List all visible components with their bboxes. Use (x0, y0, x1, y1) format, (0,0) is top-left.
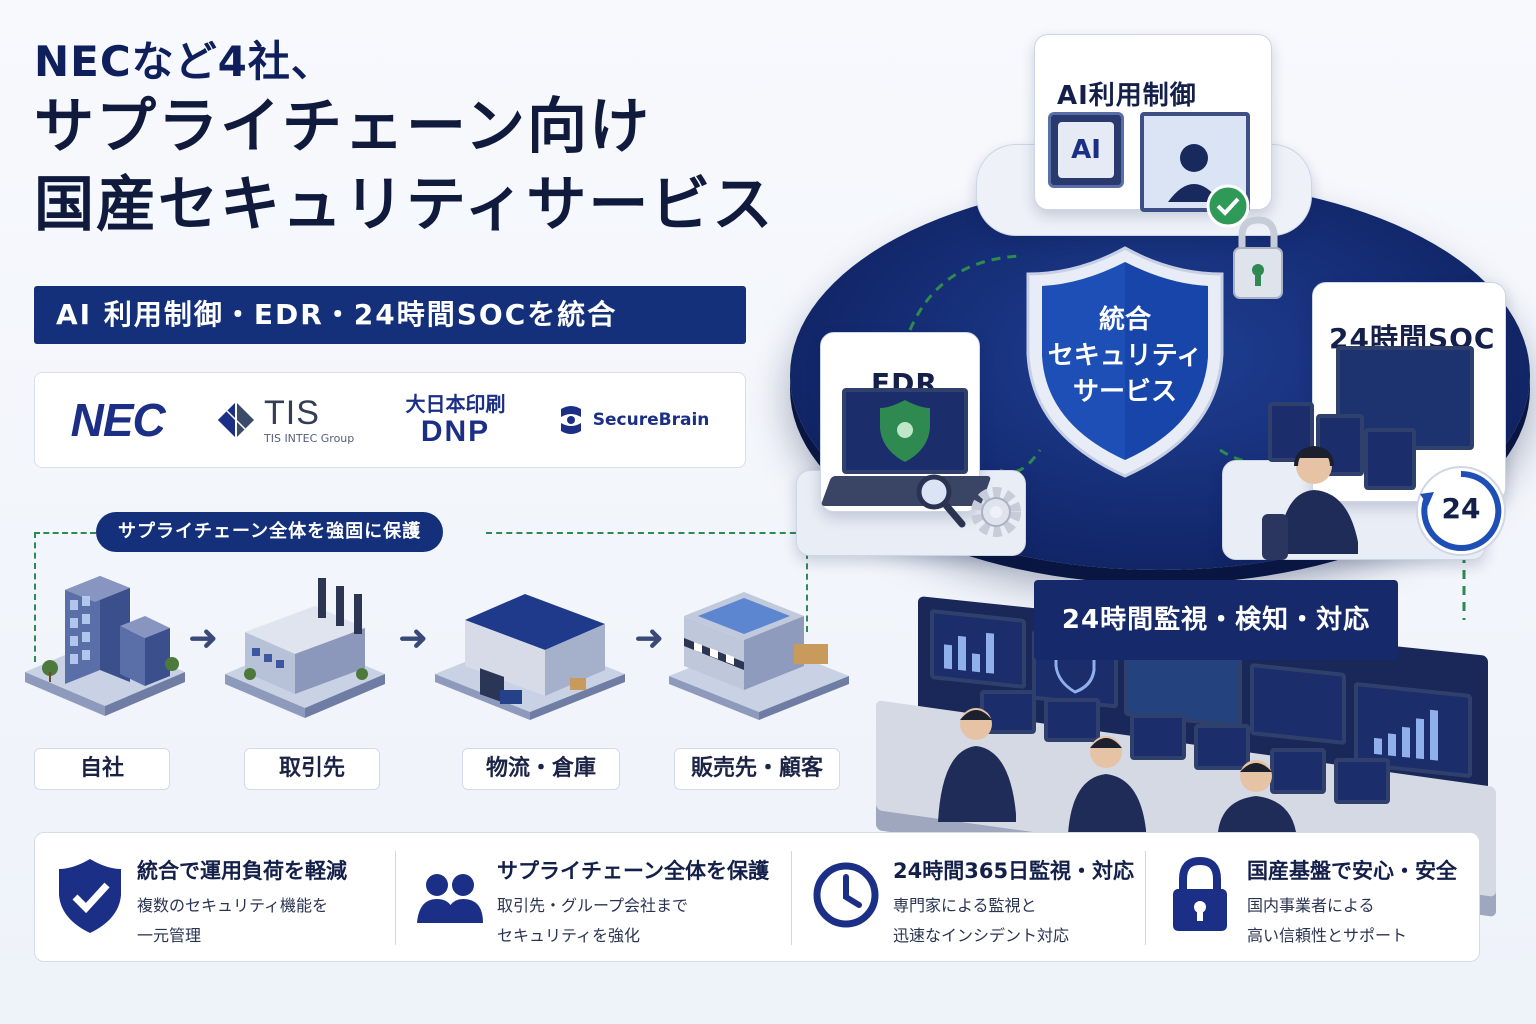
feature-2-title: サプライチェーン全体を保護 (497, 859, 769, 883)
lock-icon (1173, 856, 1227, 931)
soc-operator-icon (1262, 445, 1358, 560)
feature-bar: 統合で運用負荷を軽減 複数のセキュリティ機能を 一元管理 サプライチェーン全体を… (34, 832, 1480, 962)
feature-divider-2 (791, 851, 792, 945)
securebrain-logo: SecureBrain (557, 403, 710, 437)
shield-line1: 統合 (1098, 305, 1151, 335)
feature-3-desc-line1: 専門家による監視と (893, 896, 1037, 915)
ai-chip-icon: AI (1048, 112, 1124, 188)
feature-4: 国産基盤で安心・安全 国内事業者による 高い信頼性とサポート (1145, 833, 1481, 963)
bar-chart-icon (944, 632, 994, 674)
feature-4-desc-line2: 高い信頼性とサポート (1247, 926, 1408, 945)
chain-arrow-1: ➜ (188, 618, 219, 659)
tis-logo: TIS TIS INTEC Group (216, 396, 354, 444)
padlock-icon (1233, 216, 1283, 299)
feature-1: 統合で運用負荷を軽減 複数のセキュリティ機能を 一元管理 (35, 833, 395, 963)
headline-line3: 国産セキュリティサービス (34, 170, 775, 240)
subtitle-banner: AI 利用制御・EDR・24時間SOCを統合 (34, 286, 746, 344)
store-building-icon (669, 592, 849, 720)
headline: NECなど4社、 サプライチェーン向け 国産セキュリティサービス (34, 36, 814, 244)
feature-2-desc: 取引先・グループ会社まで セキュリティを強化 (497, 891, 688, 951)
soc-desk-monitor-3 (1364, 428, 1416, 490)
node-suppliers: 取引先 (244, 748, 380, 790)
node-logistics: 物流・倉庫 (462, 748, 620, 790)
verified-check-icon (1206, 184, 1250, 228)
monitor-chart-screen (930, 608, 1026, 690)
warehouse-building-icon (435, 594, 625, 720)
headline-line1: NECなど4社、 (34, 37, 334, 86)
own-company-building-icon (25, 576, 185, 716)
feature-2-desc-line1: 取引先・グループ会社まで (497, 896, 689, 915)
partner-logos: NEC TIS TIS INTEC Group 大日本印刷 DNP Secure… (34, 372, 746, 468)
desk-monitor-3 (1130, 714, 1186, 760)
edr-laptop-screen (842, 388, 968, 474)
user-screen-icon (1140, 112, 1250, 212)
feature-1-desc-line1: 複数のセキュリティ機能を (137, 896, 329, 915)
chain-arrow-2: ➜ (398, 618, 429, 659)
monitor-graph-screen (1354, 681, 1472, 779)
factory-building-icon (225, 578, 385, 718)
tis-subtitle: TIS INTEC Group (264, 432, 355, 445)
feature-divider-3 (1145, 851, 1146, 945)
users-icon (417, 874, 483, 923)
shield-check-icon (59, 859, 121, 933)
ai-control-title: AI利用制御 (1057, 81, 1197, 111)
desk-monitor-2 (1044, 698, 1100, 742)
operator-3-icon (1218, 760, 1296, 832)
feature-1-desc: 複数のセキュリティ機能を 一元管理 (137, 891, 328, 951)
feature-2: サプライチェーン全体を保護 取引先・グループ会社まで セキュリティを強化 (395, 833, 791, 963)
feature-3-title: 24時間365日監視・対応 (893, 859, 1135, 883)
monitoring-banner: 24時間監視・検知・対応 (1034, 580, 1398, 660)
feature-1-title: 統合で運用負荷を軽減 (137, 859, 347, 883)
user-icon (1168, 144, 1220, 202)
desk-monitor-6 (1334, 758, 1390, 804)
shield-label: 統合 セキュリティ サービス (1030, 302, 1220, 410)
ai-chip-label: AI (1058, 122, 1114, 178)
nec-logo: NEC (70, 394, 166, 446)
magnifier-icon (916, 474, 966, 528)
dnp-japanese-name: 大日本印刷 (405, 391, 506, 416)
node-own-company: 自社 (34, 748, 170, 790)
feature-divider-1 (395, 851, 396, 945)
24-hour-clock-icon (1416, 466, 1506, 556)
shield-line2: セキュリティ (1047, 341, 1203, 371)
shield-virus-icon (880, 400, 930, 462)
feature-3-desc-line2: 迅速なインシデント対応 (893, 926, 1070, 945)
tis-diamond-icon (218, 402, 254, 438)
operator-1-icon (938, 708, 1016, 822)
dnp-logo: 大日本印刷 DNP (406, 393, 506, 448)
desk-monitor-4 (1194, 724, 1250, 770)
supply-chain-label: サプライチェーン全体を強固に保護 (96, 512, 444, 552)
feature-4-desc: 国内事業者による 高い信頼性とサポート (1247, 891, 1407, 951)
chain-arrow-3: ➜ (634, 618, 665, 659)
dnp-name: DNP (420, 414, 491, 448)
feature-4-desc-line1: 国内事業者による (1247, 896, 1375, 915)
desk-monitor-5 (1270, 748, 1326, 794)
feature-2-desc-line2: セキュリティを強化 (497, 926, 641, 945)
integrated-security-shield-icon (1026, 246, 1224, 478)
tis-name: TIS (264, 394, 320, 432)
node-customers: 販売先・顧客 (674, 748, 840, 790)
securebrain-mark-icon (560, 406, 581, 434)
headline-line2: サプライチェーン向け (34, 92, 651, 162)
operator-2-icon (1068, 736, 1146, 834)
chain-bracket-top (486, 532, 806, 534)
feature-3: 24時間365日監視・対応 専門家による監視と 迅速なインシデント対応 (791, 833, 1145, 963)
monitor-list-screen (1250, 662, 1346, 746)
feature-1-desc-line2: 一元管理 (137, 926, 202, 945)
clock-icon (813, 862, 879, 928)
chain-bracket-right (806, 532, 808, 632)
feature-3-desc: 専門家による監視と 迅速なインシデント対応 (893, 891, 1069, 951)
rising-bars-icon (1374, 709, 1438, 761)
soc-24-badge: 24 (1441, 492, 1481, 525)
gear-icon (971, 487, 1021, 537)
feature-4-title: 国産基盤で安心・安全 (1247, 859, 1457, 883)
securebrain-name: SecureBrain (592, 410, 710, 430)
shield-line3: サービス (1072, 377, 1177, 407)
chain-bracket-left (34, 532, 96, 662)
